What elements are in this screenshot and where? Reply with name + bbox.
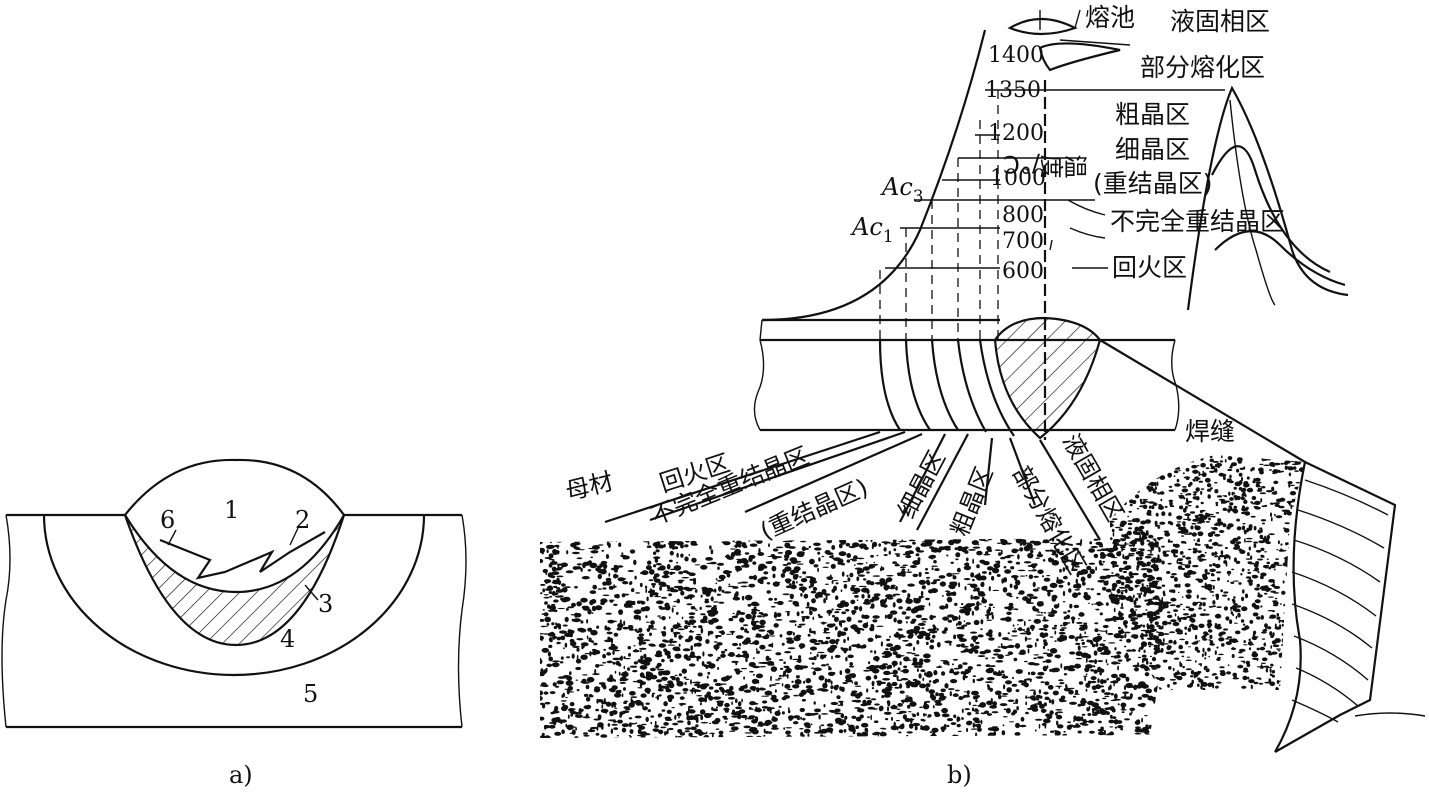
tick-1400: 1400 [988,43,1044,68]
ac3-label: Ac3 [880,173,924,207]
tick-1000: 1000 [990,166,1046,191]
weld-bead [993,316,1102,440]
label-coarse-grain: 粗晶区 [1115,100,1190,129]
fusion-inner-line [124,514,345,594]
leader-3 [304,584,319,601]
zone-number-6: 6 [160,506,175,534]
label-partial-melt-top: 部分熔化区 [1140,53,1265,82]
zone-number-5: 5 [303,680,318,708]
weld-sheet-inner [1274,461,1307,753]
tick-800: 800 [1002,203,1044,228]
leader-6 [167,529,177,546]
label-weld: 焊缝 [1185,417,1235,446]
leader-2 [289,527,299,546]
tick-1200: 1200 [988,121,1044,146]
weld-crown [124,458,345,516]
temperature-curve [761,29,987,322]
plate-break-right [457,514,467,728]
tick-700: 700 [1002,229,1044,254]
caption-a: a) [229,761,253,789]
grain-curves [1186,85,1349,311]
ac1-label: Ac1 [850,213,894,247]
microstructure-band [540,455,1305,738]
plate-break-left [1,514,11,728]
label-recryst-fan: (重结晶区) [756,473,872,545]
partial-melt-band [125,515,344,645]
section-break-left [753,339,765,431]
label-base-metal: 母材 [563,467,616,506]
fusion-outer-line [123,514,346,647]
zone-number-3: 3 [318,590,333,618]
label-coarse-fan: 粗晶区 [946,463,999,540]
zone-number-4: 4 [280,625,295,653]
tick-600: 600 [1002,259,1044,284]
label-liquid-solid-top: 液固相区 [1170,7,1270,36]
solidification-front [159,531,326,580]
partial-melt-shape [1038,42,1121,72]
panel-a-diagram: 1 2 3 4 5 6 a) [1,458,467,789]
label-incomplete-recryst: 不完全重结晶区 [1110,207,1285,236]
projection-lines [879,90,999,340]
panel-b-diagram: 1400 1350 1200 1000 800 700 600 温度/°C Ac… [540,3,1426,789]
label-fine-grain: 细晶区 [1115,135,1190,164]
haz-boundary [42,514,426,677]
temperature-levels [885,89,1225,269]
label-liquid-solid-fan: 液固相区 [1057,429,1129,526]
section-break-right [1171,339,1180,431]
label-melt-pool: 熔池 [1085,3,1135,32]
fan-leaders [604,430,1101,541]
label-recrystallized: (重结晶区) [1093,169,1213,198]
temperature-axis-label: 温度/°C [1003,150,1088,178]
tick-1350: 1350 [985,78,1041,103]
melt-pool-shape [1007,18,1078,36]
label-tempered-right: 回火区 [1112,253,1187,282]
zone-number-2: 2 [295,506,310,534]
haz-arcs [878,339,1015,437]
caption-b: b) [947,761,972,789]
zone-number-1: 1 [224,496,239,524]
weld-contours [1291,479,1426,723]
weld-sheet-outline [1099,339,1397,753]
temperature-ticks: 1400 1350 1200 1000 800 700 600 [985,43,1046,284]
